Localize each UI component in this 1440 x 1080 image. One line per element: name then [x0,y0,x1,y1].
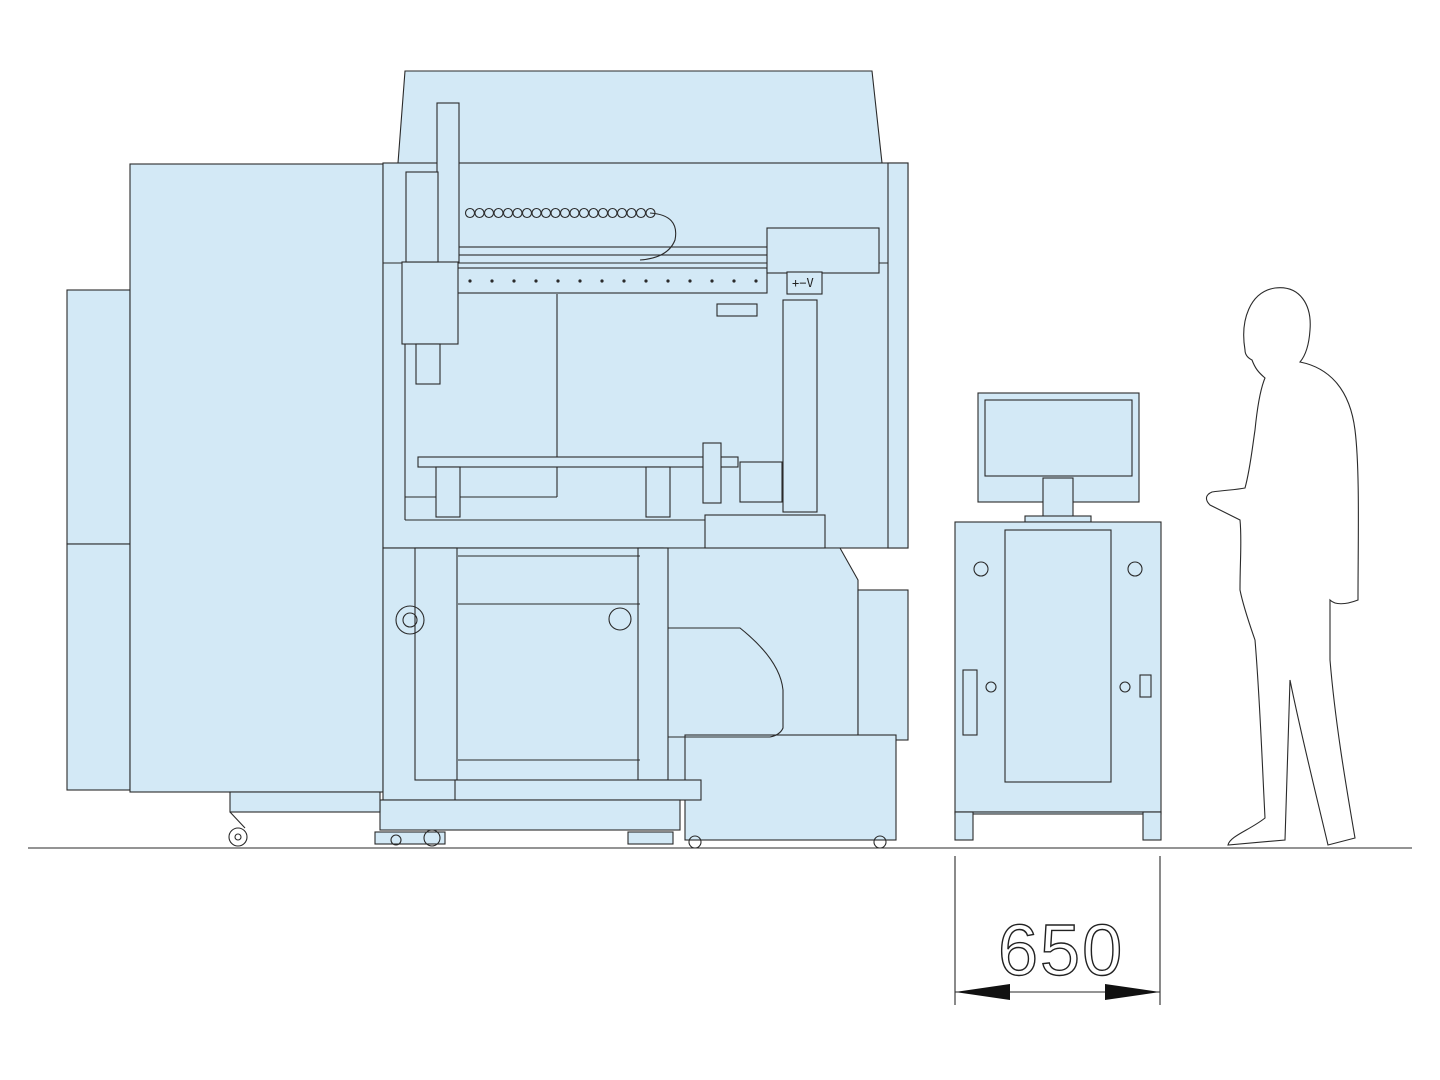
dimension-650: 650 [954,856,1161,1005]
base-bottom-plate [379,799,681,831]
sensor-block [716,303,758,317]
rail-holes [468,279,758,283]
lower-base-right-shelf [857,589,909,741]
lower-right-footer [684,734,897,841]
rail-hole [710,279,714,283]
base-pad-left [229,791,381,813]
horizontal-cable-chain [464,207,677,261]
top-hood [397,70,883,164]
rail-hole [468,279,472,283]
cabinet-base [954,811,1162,815]
cabinet-foot-right [1142,811,1162,841]
rail-hole [644,279,648,283]
front-guide-curve [668,627,784,738]
rail-hole [666,279,670,283]
dimension-arrow-left [955,984,1010,1000]
rotary-unit [739,461,783,503]
gantry-column [782,299,818,513]
rail-hole [622,279,626,283]
rail-hole [732,279,736,283]
cabinet-screw [1119,681,1131,693]
voltage-plate [786,271,823,295]
rotary-base [704,514,826,549]
worktable-leg-mid [645,466,671,518]
post-left [414,547,458,781]
left-side-box-upper [66,289,131,545]
rail-hole [556,279,560,283]
monitor-screen [984,399,1133,477]
x-axis-rail [454,267,768,294]
cabinet-door [1004,529,1112,783]
cabinet-foot-left [954,811,974,841]
foot-plate-left [374,831,446,845]
rail-hole [490,279,494,283]
chain-bend [639,212,677,261]
voltage-plate-label: +−V [792,276,814,290]
machine-housing [66,70,909,845]
dimension-arrow-right [1105,984,1160,1000]
cabinet-screw [1127,561,1143,577]
foot-plate-right [627,831,674,845]
gantry-assembly: +−V [401,102,880,549]
dimension-value: 650 [998,911,1124,991]
cabinet-screw [985,681,997,693]
rail-hole [600,279,604,283]
head-carriage [405,171,439,263]
caster-left [228,811,248,847]
cabinet-screw [973,561,989,577]
caster-center [390,829,441,847]
rail-hole [512,279,516,283]
cabinet-latch [1139,674,1152,698]
x-axis-top-bar [457,246,769,256]
rail-hole [578,279,582,283]
rail-hole [688,279,692,283]
gantry-right-carriage [766,227,880,274]
vertical-chain-small [702,442,722,504]
control-cabinet [954,392,1162,841]
monitor-stand [1042,477,1074,519]
rail-hole [754,279,758,283]
cabinet-handle [962,669,978,736]
caster-right [688,835,887,849]
head-nozzle [415,343,441,385]
person-silhouette-icon [1205,287,1359,846]
post-right [637,547,669,781]
head-assembly [401,261,459,345]
rail-hole [534,279,538,283]
base-rail [454,779,702,801]
worktable-bar [417,456,739,468]
vertical-cable-chain [436,102,460,264]
right-side-strip [887,162,909,549]
monitor-base [1024,515,1092,523]
left-door-panel [129,163,384,793]
left-side-box-lower [66,543,131,791]
worktable-leg-left [435,466,461,518]
